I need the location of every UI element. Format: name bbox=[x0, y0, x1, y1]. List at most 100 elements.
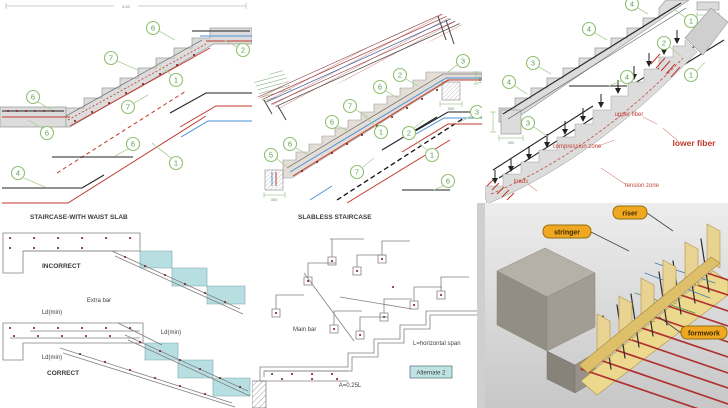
callout-number: 6 bbox=[288, 140, 292, 149]
callout-number: 6 bbox=[131, 140, 135, 149]
callout-number: 1 bbox=[379, 128, 383, 137]
callout-number: 5 bbox=[269, 151, 273, 160]
incorrect-detail: INCORRECT bbox=[2, 232, 246, 315]
callout-number: 4 bbox=[587, 25, 591, 34]
callout: 3 bbox=[525, 55, 541, 71]
panel-title: SLABLESS STAIRCASE bbox=[298, 214, 372, 221]
callout-number: 6 bbox=[446, 177, 450, 186]
callout-number: 3 bbox=[475, 108, 479, 117]
callout-number: 2 bbox=[241, 46, 245, 55]
callout: 2 bbox=[392, 67, 408, 83]
callout: 6 bbox=[372, 79, 388, 95]
compression-hatch bbox=[650, 53, 681, 78]
callout-number: 3 bbox=[461, 57, 465, 66]
slabless-cad-drawing: 500 100 300 3 2 6 7 6 1 2 3 6 5 1 7 6 bbox=[254, 13, 482, 204]
callout-number: 1 bbox=[430, 151, 434, 160]
callout-number: 4 bbox=[507, 78, 511, 87]
callout-leaders bbox=[23, 30, 238, 188]
upper-fiber-label: upper fiber bbox=[615, 112, 644, 118]
callout-number: 2 bbox=[662, 39, 666, 48]
callout-number: 6 bbox=[45, 129, 49, 138]
callout-number: 6 bbox=[330, 118, 334, 127]
callout: 7 bbox=[120, 99, 136, 115]
callout-number: 7 bbox=[126, 103, 130, 112]
dim-top-value: 4.40 bbox=[122, 4, 131, 9]
callout: 6 bbox=[440, 173, 456, 189]
panel-slabless-detail: SLABLESS STAIRCASE Main bar L=horizontal… bbox=[252, 205, 477, 408]
stringer-badge: stringer bbox=[542, 224, 592, 239]
staircase-section bbox=[498, 0, 720, 135]
concrete-landing bbox=[496, 247, 596, 394]
zone-labels: upper fiber lower fiber compression zone… bbox=[514, 112, 717, 192]
alternate-badge: Alternate 2 bbox=[409, 365, 453, 379]
panel-gutter bbox=[477, 203, 485, 408]
riser-label: riser bbox=[622, 211, 637, 218]
callout-number: 4 bbox=[625, 73, 629, 82]
callout-number: 2 bbox=[398, 71, 402, 80]
dim-beam-width: 500 bbox=[448, 106, 455, 111]
callout-number: 7 bbox=[109, 54, 113, 63]
callout: 3 bbox=[455, 53, 471, 69]
callout-number: 7 bbox=[355, 168, 359, 177]
callout: 4 bbox=[624, 0, 640, 12]
callout: 6 bbox=[145, 20, 161, 36]
callout: 1 bbox=[168, 155, 184, 171]
rebar-lines bbox=[492, 2, 725, 179]
a-dim-label: A=0.25L bbox=[339, 383, 362, 389]
a-dimension: A=0.25L bbox=[339, 383, 362, 389]
callout: 2 bbox=[235, 42, 251, 58]
extra-bar-label: Extra bar bbox=[87, 298, 111, 304]
callout: 1 bbox=[683, 13, 699, 29]
callout-number: 1 bbox=[174, 76, 178, 85]
tension-zone-label: tension zone bbox=[625, 183, 660, 189]
callout: 1 bbox=[168, 72, 184, 88]
callout: 1 bbox=[683, 67, 699, 83]
dimensions: 500 100 300 bbox=[263, 71, 482, 202]
callout: 3 bbox=[520, 115, 536, 131]
callout: 4 bbox=[10, 165, 26, 181]
callout-number: 1 bbox=[689, 17, 693, 26]
callout: 7 bbox=[342, 98, 358, 114]
callout-number: 7 bbox=[348, 102, 352, 111]
rebar-3d-render bbox=[254, 13, 464, 121]
incorrect-label: INCORRECT bbox=[42, 263, 81, 270]
callout: 6 bbox=[125, 136, 141, 152]
callout: 7 bbox=[349, 164, 365, 180]
dim-bottom-beam: 300 bbox=[271, 197, 278, 202]
callout: 1 bbox=[424, 147, 440, 163]
panel-title: STAIRCASE-WITH WAIST SLAB bbox=[30, 214, 128, 221]
callout: 4 bbox=[619, 69, 635, 85]
callout: 6 bbox=[39, 125, 55, 141]
callout-number: 1 bbox=[174, 159, 178, 168]
callout: 6 bbox=[282, 136, 298, 152]
panel-waist-slab-cad: 4.40 bbox=[0, 0, 252, 205]
callout: 1 bbox=[373, 124, 389, 140]
rebar-lines bbox=[2, 30, 252, 204]
main-bar-label: Main bar bbox=[293, 327, 316, 333]
callout: 6 bbox=[25, 89, 41, 105]
near-stringer bbox=[578, 256, 721, 374]
callout-number: 1 bbox=[689, 71, 693, 80]
callout-number: 3 bbox=[526, 119, 530, 128]
top-dimension: 4.40 bbox=[5, 3, 247, 9]
panel-formwork-render: riser stringer formwork bbox=[485, 203, 728, 408]
rebar-dots bbox=[7, 54, 196, 122]
panel-waist-slab-detail: STAIRCASE-WITH WAIST SLAB INCORRECT bbox=[0, 205, 252, 408]
label-leaders bbox=[590, 212, 682, 334]
formwork-badge: formwork bbox=[680, 325, 728, 340]
rebar-dots bbox=[301, 89, 439, 172]
span-label: L=horizontal span bbox=[413, 341, 461, 347]
callout: 2 bbox=[401, 125, 417, 141]
stringer-label: stringer bbox=[554, 230, 580, 237]
formwork-render: riser stringer formwork bbox=[496, 205, 728, 408]
callout-number: 2 bbox=[407, 129, 411, 138]
panel-slabless-cad: 500 100 300 3 2 6 7 6 1 2 3 6 5 1 7 6 bbox=[252, 0, 482, 205]
lower-fiber-label: lower fiber bbox=[673, 138, 717, 148]
loads-label: loads bbox=[514, 179, 528, 185]
callout: 3 bbox=[469, 104, 482, 120]
bending-cad-drawing: 300 100 bbox=[485, 0, 728, 203]
callout: 4 bbox=[501, 74, 517, 90]
waist-slab-cad-drawing: 4.40 bbox=[0, 3, 252, 204]
bar-hooks bbox=[271, 238, 469, 342]
